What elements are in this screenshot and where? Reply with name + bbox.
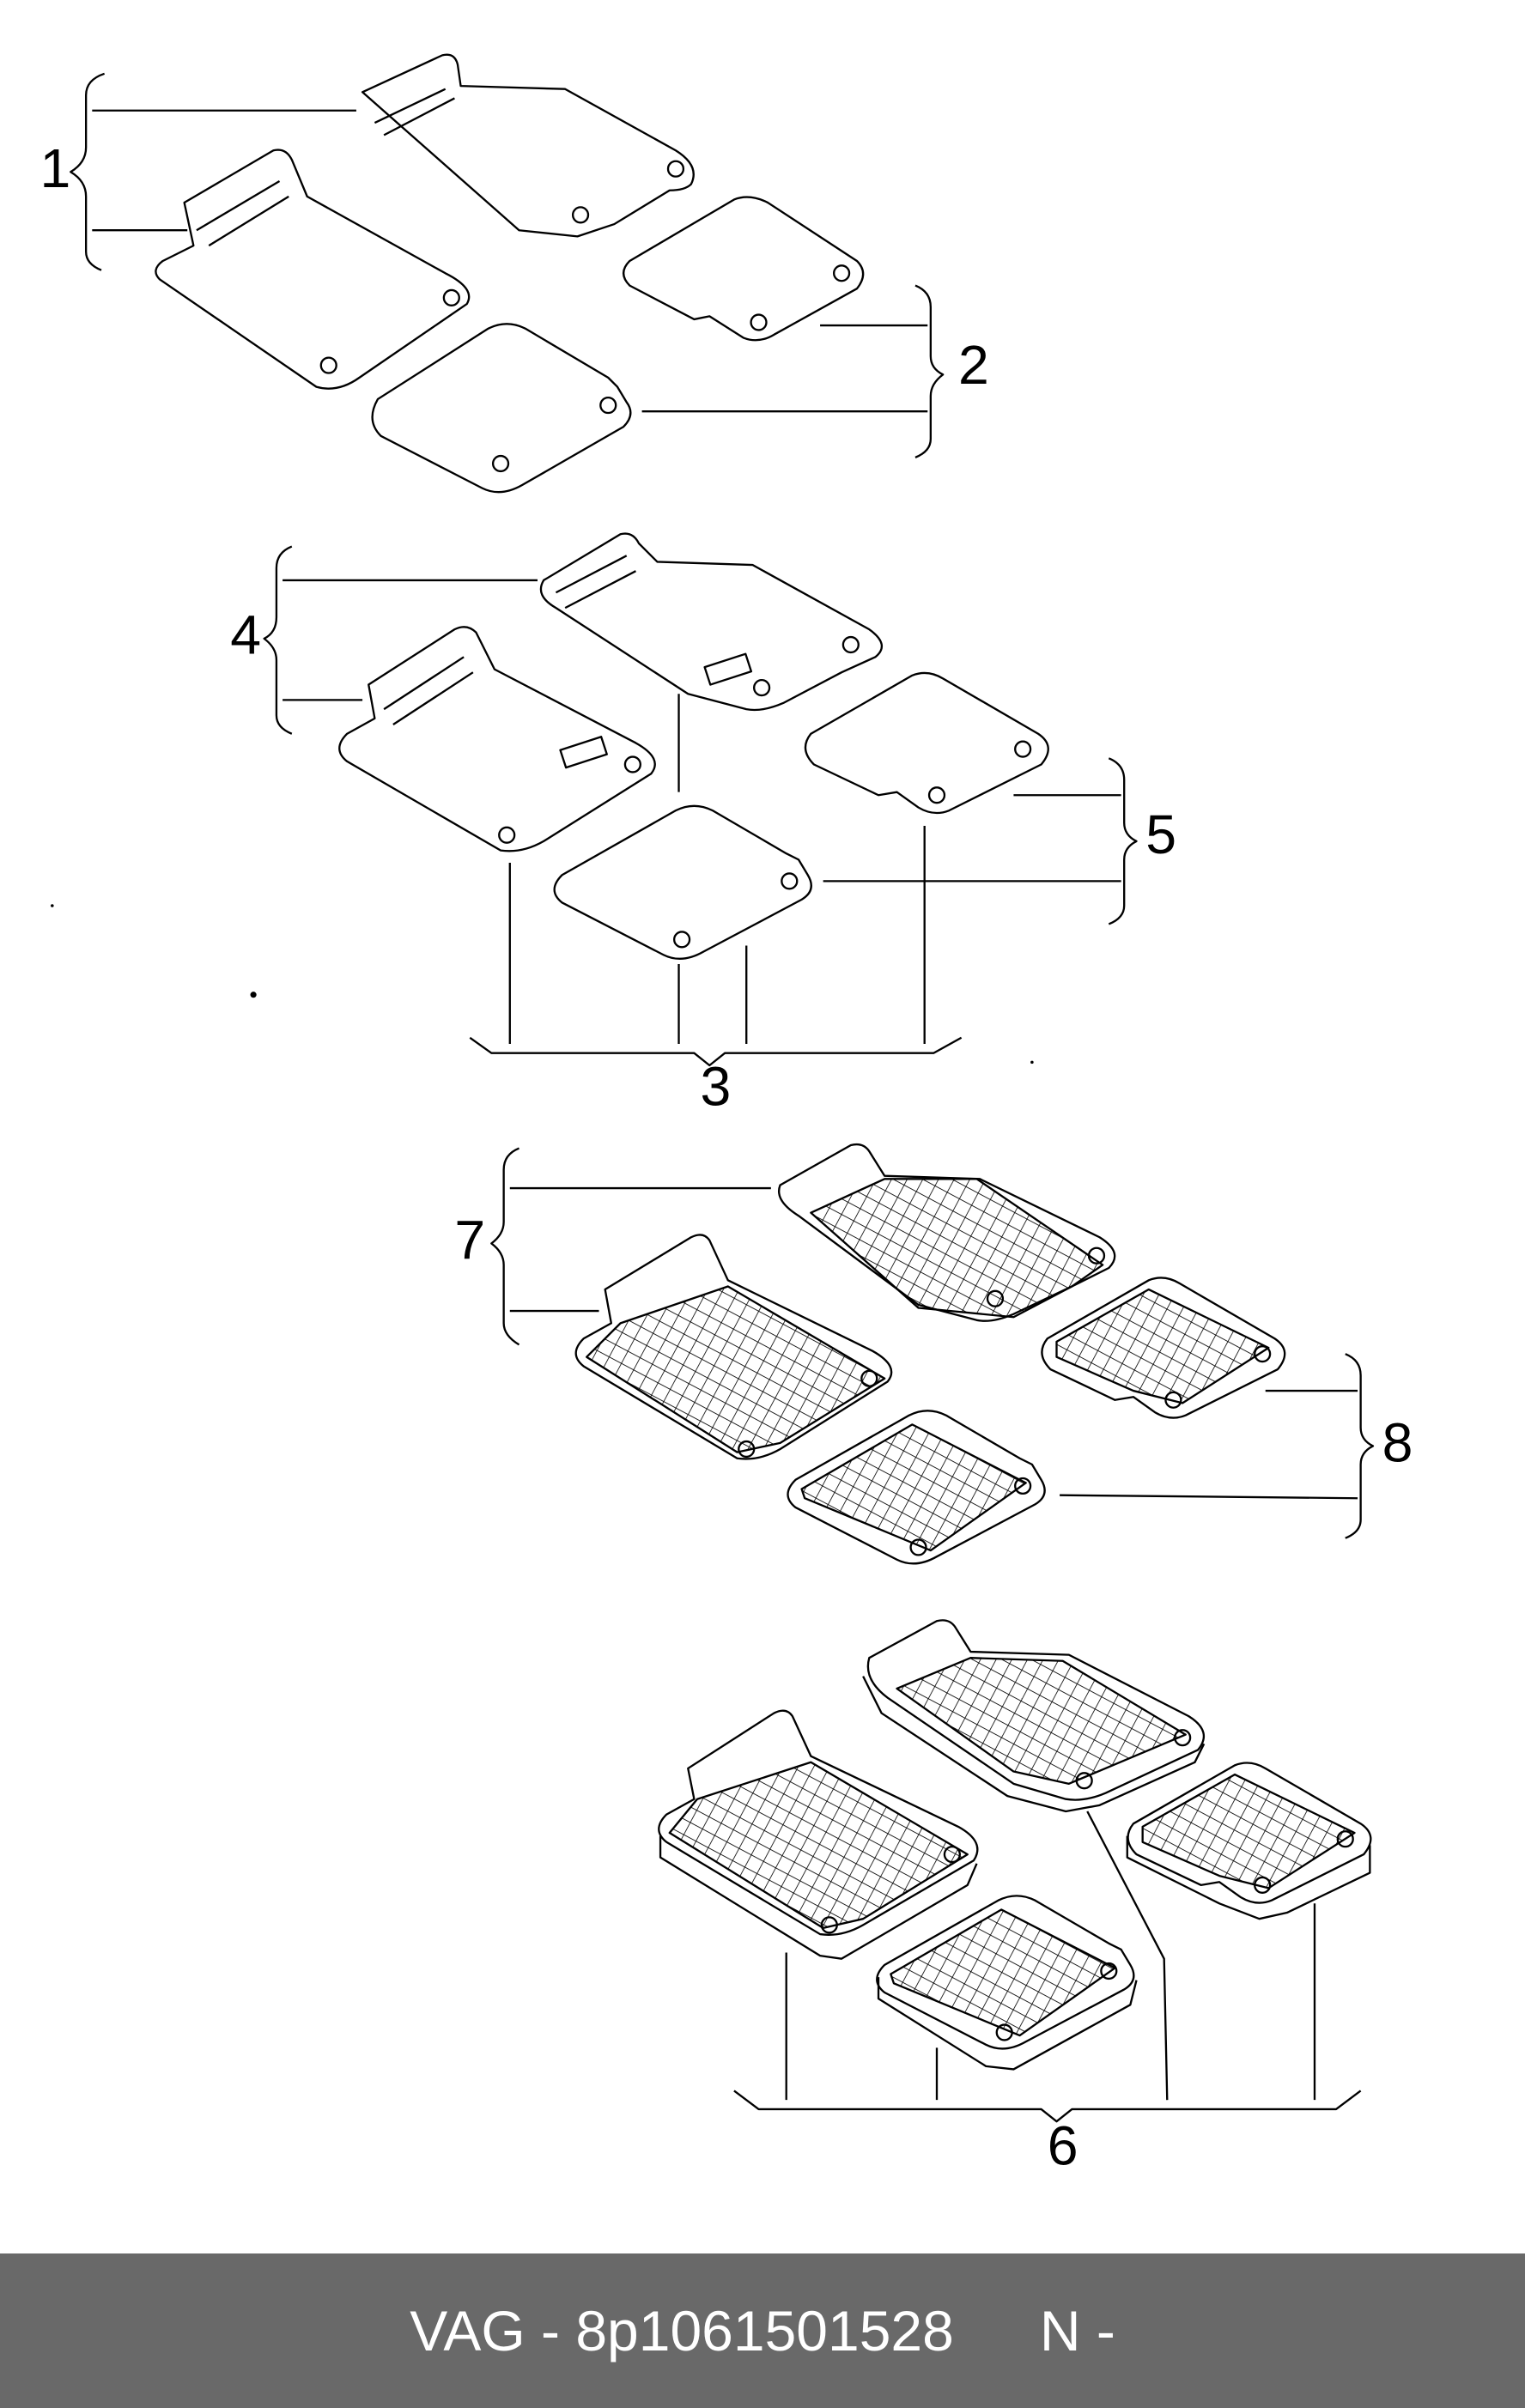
- front-mat-rear-3: [778, 1143, 1116, 1322]
- front-mat-rear-4: [866, 1619, 1206, 1801]
- callout-2: 2: [958, 334, 989, 396]
- footer-bar: VAG - 8p1061501528 N -: [0, 2253, 1525, 2408]
- rear-mat-right-4: [1127, 1762, 1372, 1904]
- callout-8: 8: [1382, 1411, 1413, 1473]
- bracket-4: [263, 545, 293, 735]
- callout-3: 3: [701, 1055, 732, 1117]
- bracket-7: [490, 1147, 520, 1346]
- bracket-5: [1108, 757, 1138, 925]
- rear-mat-right-3: [1041, 1277, 1286, 1419]
- rear-mat-left-2: [553, 804, 812, 960]
- front-mat-left: [155, 149, 471, 390]
- front-mat-left-4: [658, 1709, 979, 1936]
- callout-5: 5: [1145, 804, 1176, 865]
- status-text: N -: [1039, 2299, 1115, 2363]
- callout-7: 7: [454, 1209, 485, 1271]
- front-mat-rear-2: [539, 532, 883, 712]
- front-mat-left-2: [338, 626, 656, 852]
- rear-mat-left-4: [876, 1895, 1135, 2050]
- callout-4: 4: [230, 604, 261, 666]
- rear-mat-right-2: [804, 671, 1049, 815]
- bracket-3: [469, 1036, 963, 1067]
- bracket-2: [914, 284, 945, 458]
- front-mat-rear: [361, 53, 695, 238]
- bracket-6: [733, 2090, 1362, 2123]
- bracket-8: [1345, 1353, 1375, 1539]
- bracket-1: [70, 72, 105, 271]
- rear-mat-left: [371, 323, 632, 494]
- front-mat-left-3: [574, 1234, 893, 1460]
- callout-6: 6: [1048, 2114, 1078, 2176]
- callout-1: 1: [40, 137, 71, 199]
- parts-diagram: 1 2 3 4 5 6 7 8: [40, 53, 1413, 2176]
- part-number-text: VAG - 8p1061501528: [410, 2299, 954, 2363]
- rear-mat-left-3: [787, 1410, 1046, 1565]
- rear-mat-right: [622, 196, 865, 342]
